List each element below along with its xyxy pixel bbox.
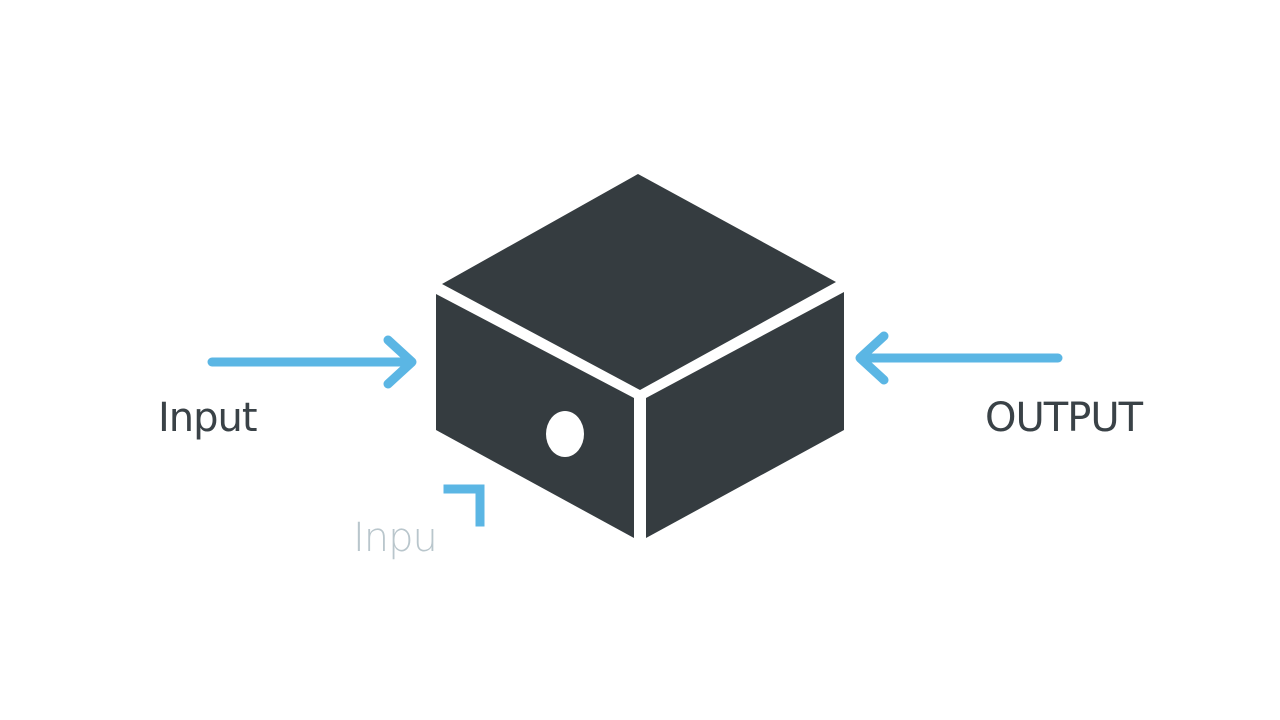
corner-bracket-mark — [443, 484, 485, 527]
input-arrow — [207, 335, 417, 389]
black-box-cube — [436, 174, 844, 538]
output-arrow — [855, 331, 1063, 385]
faint-input-label: Inpu — [353, 515, 438, 561]
box-left-face — [436, 294, 634, 538]
box-port-hole — [546, 411, 584, 457]
output-label: OUTPUT — [985, 395, 1143, 441]
box-top-face — [442, 174, 836, 390]
box-right-face — [646, 292, 844, 538]
input-label: Input — [158, 395, 258, 441]
